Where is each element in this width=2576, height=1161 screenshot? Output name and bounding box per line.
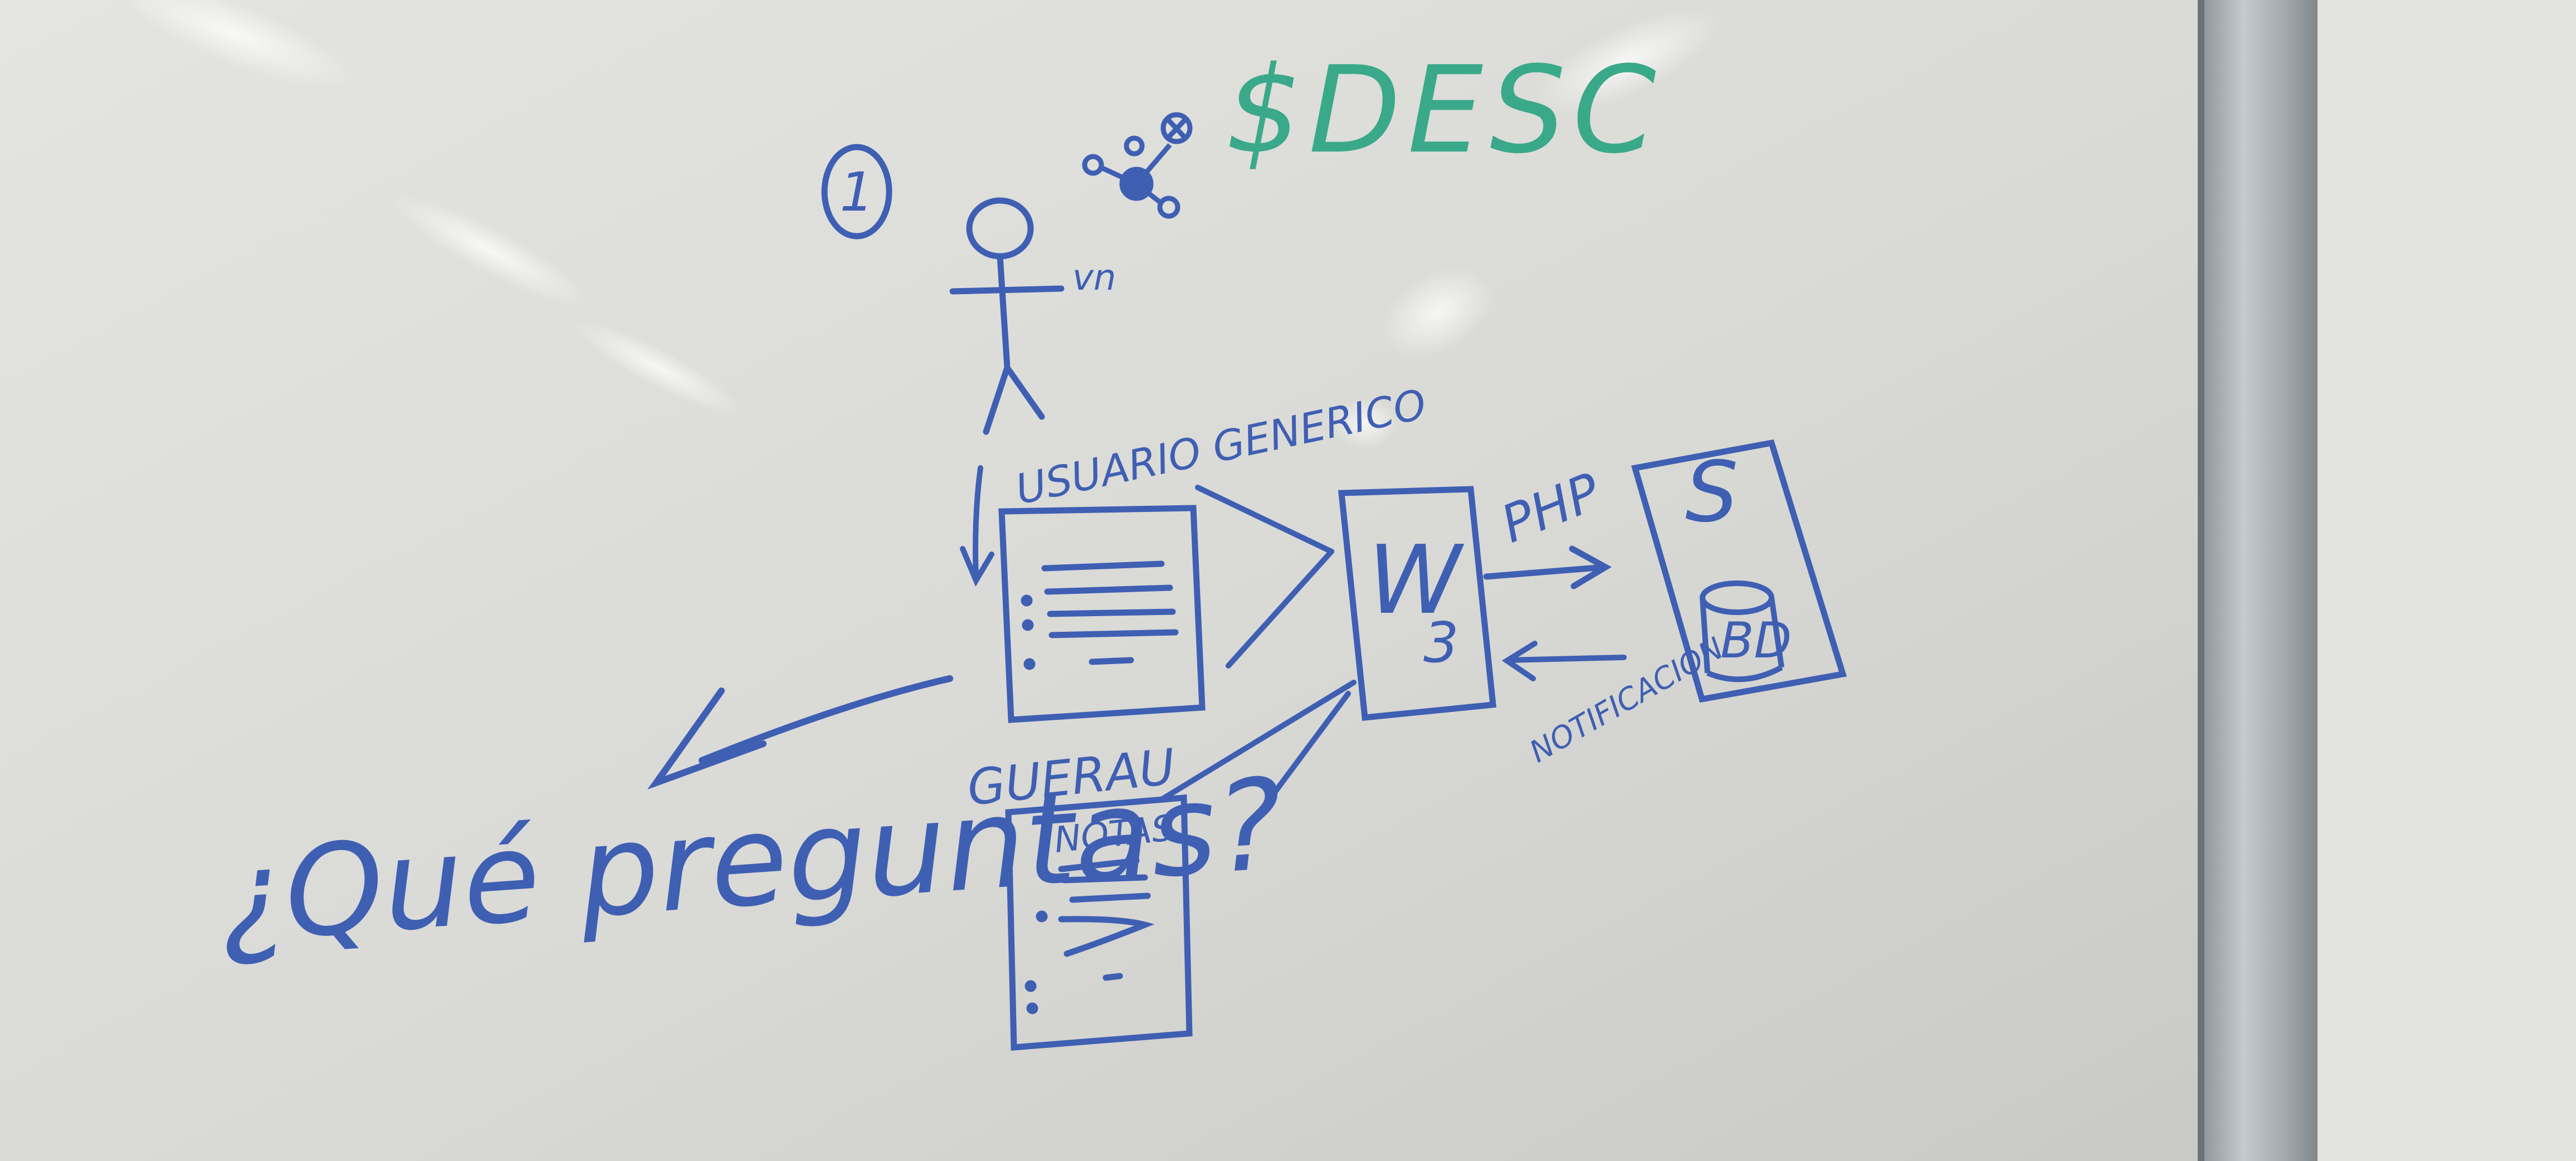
green-heading: $DESC xyxy=(1226,40,1663,180)
step-number: 1 xyxy=(840,161,874,223)
arrow-to-question xyxy=(647,675,953,790)
web-box: W 3 xyxy=(1338,486,1497,721)
arrow-actor-to-form xyxy=(960,465,994,587)
funnel-lines xyxy=(1159,485,1357,816)
database-cylinder: BD xyxy=(1700,580,1792,682)
svg-text:$DESC: $DESC xyxy=(1226,40,1663,180)
notification-arrow xyxy=(1501,641,1627,681)
network-doodle xyxy=(1082,112,1193,219)
web-subscript: 3 xyxy=(1423,610,1459,675)
server-label: S xyxy=(1685,444,1738,541)
form-document xyxy=(998,505,1206,723)
actor-small-label: vn xyxy=(1072,257,1116,299)
database-label: BD xyxy=(1720,612,1792,669)
php-arrow xyxy=(1483,545,1612,589)
web-label: W xyxy=(1368,525,1465,636)
whiteboard-frame xyxy=(2203,0,2318,1161)
server-box: S xyxy=(1631,439,1847,703)
actor-stick-figure xyxy=(949,197,1065,435)
whiteboard-surface xyxy=(0,0,2206,1161)
light-reflections xyxy=(114,0,1719,448)
frame-edge xyxy=(2198,0,2204,1161)
step-number-circle: 1 xyxy=(821,144,892,240)
notes-document xyxy=(1005,794,1193,1051)
